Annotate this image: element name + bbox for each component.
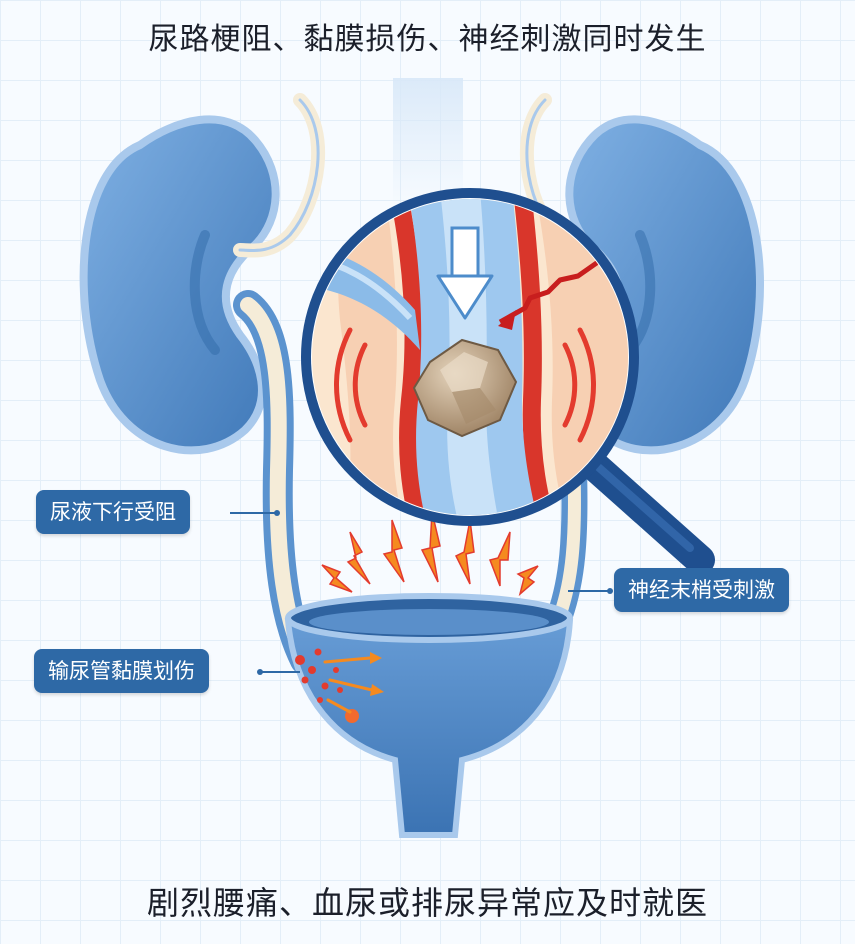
page-title: 尿路梗阻、黏膜损伤、神经刺激同时发生 bbox=[148, 22, 707, 57]
down-arrow-icon bbox=[436, 226, 494, 320]
left-kidney bbox=[79, 115, 280, 455]
magnified-ureter-view bbox=[312, 199, 628, 515]
pain-spark-icon bbox=[321, 511, 539, 597]
bladder bbox=[284, 593, 574, 838]
callout-nerve-stimulated: 神经末梢受刺激 bbox=[614, 568, 789, 612]
aorta-shadow bbox=[393, 78, 463, 208]
kidney-stone-icon bbox=[412, 338, 518, 438]
callout-mucosa-scratched: 输尿管黏膜划伤 bbox=[34, 649, 209, 693]
mucosa-injury-marks bbox=[295, 648, 384, 723]
footer-title: 剧烈腰痛、血尿或排尿异常应及时就医 bbox=[146, 884, 708, 922]
callout-urine-blocked: 尿液下行受阻 bbox=[36, 490, 190, 534]
